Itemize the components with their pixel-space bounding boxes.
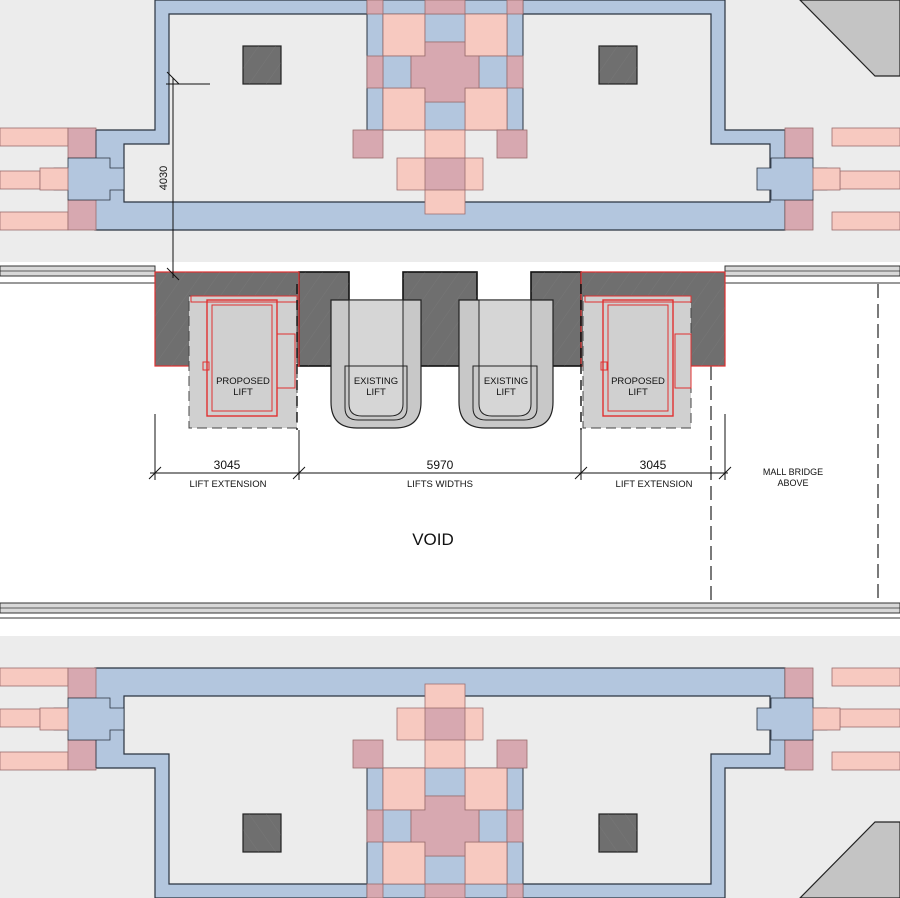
- mall-bridge-label-1: MALL BRIDGE: [763, 467, 823, 477]
- existing-lift-right-label-1: EXISTING: [484, 376, 528, 387]
- lower-floor-plan: [0, 635, 900, 898]
- mall-bridge-label-2: ABOVE: [777, 478, 808, 488]
- existing-lift-right: [458, 299, 554, 429]
- proposed-lift-left-label-2: LIFT: [233, 387, 253, 398]
- existing-lift-left-label-2: LIFT: [366, 387, 386, 398]
- void-label: VOID: [412, 530, 454, 549]
- dimension-vertical: [166, 71, 210, 281]
- dim-lifts-widths-caption: LIFTS WIDTHS: [407, 479, 473, 490]
- balustrade-top: [0, 265, 900, 284]
- proposed-lift-right-label-2: LIFT: [628, 387, 648, 398]
- balustrade-bottom: [0, 602, 900, 619]
- proposed-lift-right-label-1: PROPOSED: [611, 376, 665, 387]
- upper-floor-plan: [0, 0, 900, 263]
- dim-right-extension-value: 3045: [640, 458, 667, 472]
- proposed-lift-left: [154, 271, 300, 429]
- dim-left-extension-value: 3045: [214, 458, 241, 472]
- existing-lift-right-label-2: LIFT: [496, 387, 516, 398]
- dimension-horizontal: [148, 414, 732, 480]
- dim-left-extension-caption: LIFT EXTENSION: [190, 479, 267, 490]
- dim-right-extension-caption: LIFT EXTENSION: [616, 479, 693, 490]
- dim-vertical-value: 4030: [158, 166, 170, 190]
- dim-lifts-widths-value: 5970: [427, 458, 454, 472]
- existing-lift-left: [330, 299, 422, 429]
- existing-lift-left-label-1: EXISTING: [354, 376, 398, 387]
- proposed-lift-left-label-1: PROPOSED: [216, 376, 270, 387]
